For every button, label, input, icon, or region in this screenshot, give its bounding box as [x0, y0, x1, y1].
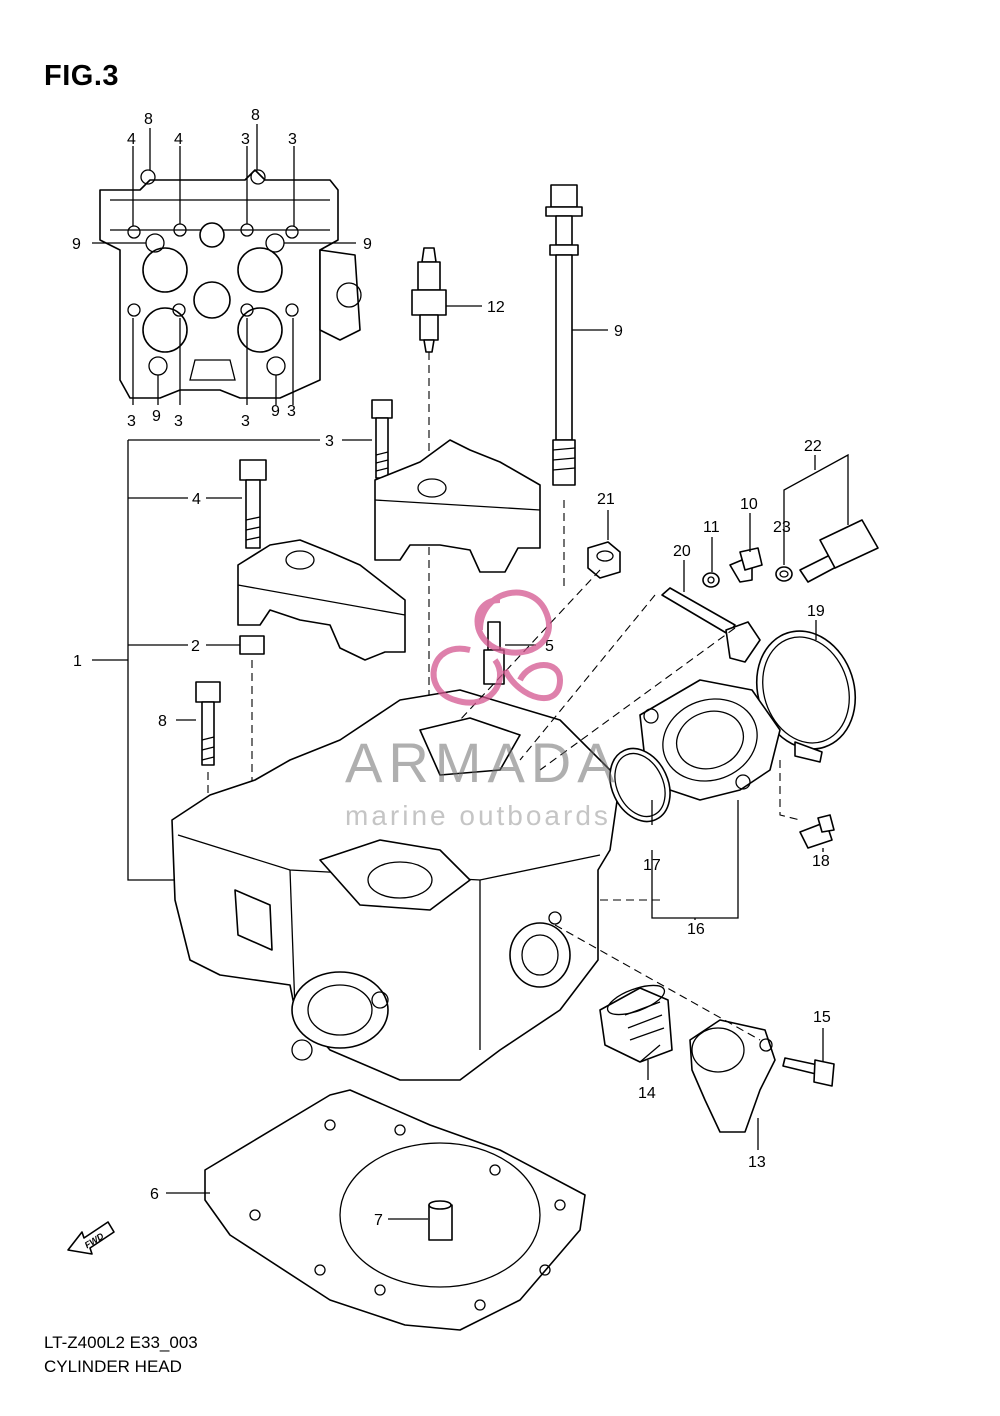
callout-1: 1: [73, 653, 82, 670]
callout-4-top: 4: [127, 131, 136, 148]
callout-14: 14: [638, 1085, 656, 1102]
callout-5: 5: [545, 638, 554, 655]
thermostat-cover-13-part: [689, 1019, 776, 1133]
callout-8: 8: [158, 713, 167, 730]
intake-pipe-16-part: [639, 679, 781, 801]
bolt-18-part: [779, 760, 835, 849]
callout-9: 9: [614, 323, 623, 340]
callout-23: 23: [773, 519, 791, 536]
stud-bolt-part: [545, 184, 608, 590]
bolt-4-part: [239, 459, 267, 549]
callout-4-top: 4: [174, 131, 183, 148]
callout-20: 20: [673, 543, 691, 560]
head-gasket-part: [204, 1089, 586, 1331]
callout-8-top: 8: [144, 111, 153, 128]
callout-21: 21: [597, 491, 615, 508]
cylinder-head-top-view: 8 8 4 4 3 3 9 9 3 9 3 3 9 3: [72, 107, 372, 430]
camshaft-cap-lower: [237, 539, 406, 661]
callout-4: 4: [192, 491, 201, 508]
watermark-brand: ARMADA: [345, 731, 621, 794]
callout-3-bottom: 3: [241, 413, 250, 430]
spark-plug-part: [411, 247, 482, 730]
bolt-8-part: [195, 681, 221, 800]
part-group-name: CYLINDER HEAD: [44, 1357, 182, 1376]
fwd-arrow-icon: FWD: [67, 1221, 115, 1255]
callout-9-top: 9: [363, 236, 372, 253]
callout-3: 3: [325, 433, 334, 450]
callout-3-top: 3: [241, 131, 250, 148]
callout-10: 10: [740, 496, 758, 513]
cylinder-head-part: [171, 689, 621, 1081]
thermostat-14-part: [599, 984, 673, 1063]
callout-17: 17: [643, 857, 661, 874]
callout-3-bottom: 3: [174, 413, 183, 430]
washer-11-part: [702, 572, 720, 588]
callout-numbers: 1 2 3 4 5 6 7 8 9 10 11 12 13 14 15 16 1…: [73, 299, 831, 1229]
callout-11: 11: [703, 519, 720, 536]
figure-title: FIG.3: [44, 60, 120, 92]
armada-logo-icon: [430, 589, 564, 706]
sensor-22-part: [799, 519, 879, 583]
callout-12: 12: [487, 299, 505, 316]
plug-10-part: [729, 547, 763, 583]
callout-9-bottom: 9: [152, 408, 161, 425]
callout-9-bottom: 9: [271, 403, 280, 420]
callout-2: 2: [191, 638, 200, 655]
callout-22: 22: [804, 438, 822, 455]
callout-13: 13: [748, 1154, 766, 1171]
bolt-15-part: [782, 1057, 835, 1087]
callout-16: 16: [687, 921, 705, 938]
callout-15: 15: [813, 1009, 831, 1026]
callout-leader-lines: [92, 439, 849, 1220]
callout-7: 7: [374, 1212, 383, 1229]
callout-3-bottom: 3: [287, 403, 296, 420]
callout-9-top: 9: [72, 236, 81, 253]
callout-8-top: 8: [251, 107, 260, 124]
callout-6: 6: [150, 1186, 159, 1203]
callout-19: 19: [807, 603, 825, 620]
callout-3-top: 3: [288, 131, 297, 148]
watermark-tagline: marine outboards: [345, 800, 611, 831]
camshaft-cap-upper: [374, 439, 541, 573]
callout-18: 18: [812, 853, 830, 870]
o-ring-23-part: [775, 566, 793, 582]
model-code: LT-Z400L2 E33_003: [44, 1333, 198, 1352]
bolt-20-part: [661, 587, 761, 663]
o-ring-17-part: [609, 747, 671, 823]
bolt-3-part: [371, 399, 393, 479]
callout-3-bottom: 3: [127, 413, 136, 430]
cap-21-part: [587, 541, 621, 579]
